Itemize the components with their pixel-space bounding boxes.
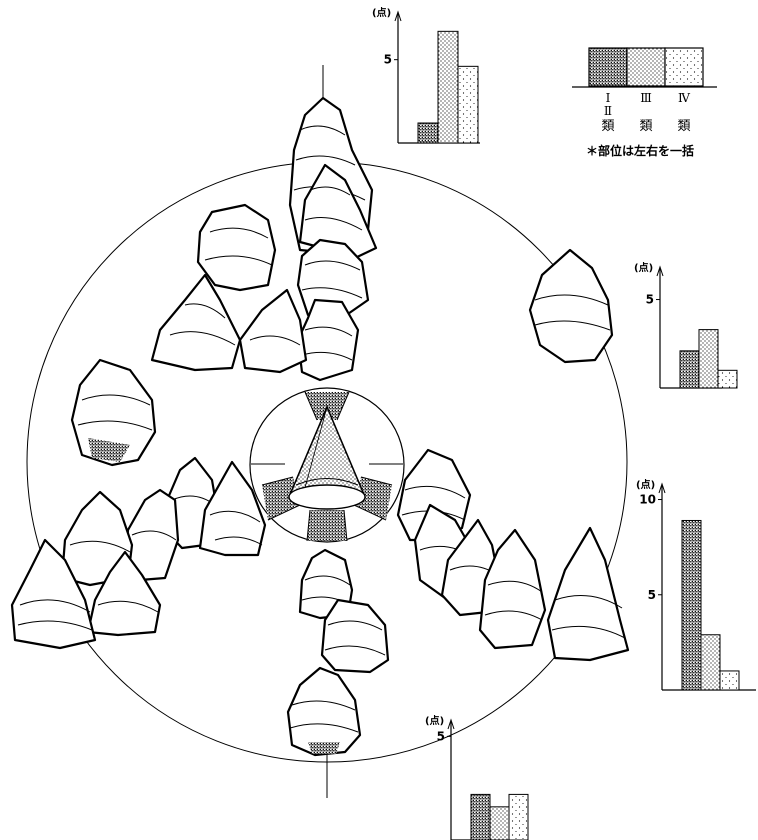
tool-right-1 bbox=[528, 248, 614, 364]
tool-top-4 bbox=[296, 298, 360, 382]
tool-ul-2 bbox=[150, 273, 242, 372]
tool-ll-6 bbox=[10, 538, 97, 650]
legend-swatch-class-1-2 bbox=[588, 47, 628, 87]
y-unit-label: (点) bbox=[372, 6, 391, 19]
bar-2 bbox=[437, 30, 459, 144]
y-axis-arrow bbox=[394, 10, 402, 22]
tool-bottom-3 bbox=[286, 666, 362, 757]
legend-class-4-roman: Ⅳ bbox=[678, 91, 691, 105]
bar-3 bbox=[719, 670, 740, 691]
bar-1 bbox=[679, 350, 700, 389]
y-unit-label: (点) bbox=[634, 261, 653, 274]
chart-right-lower: (点) 10 5 bbox=[636, 478, 756, 691]
bar-2 bbox=[700, 634, 721, 691]
center-cone-diagram bbox=[249, 387, 405, 543]
tool-lr-5 bbox=[546, 526, 630, 662]
chart-right-upper: (点) 5 bbox=[634, 261, 738, 389]
bar-2 bbox=[698, 329, 719, 389]
legend-class-1-2-rui: 類 bbox=[601, 119, 614, 134]
y-axis-arrow bbox=[658, 482, 666, 494]
legend-class-3-rui: 類 bbox=[639, 119, 652, 134]
legend-class-1-2-roman-b: Ⅱ bbox=[604, 104, 612, 118]
tool-left-1 bbox=[70, 358, 157, 467]
y-axis-arrow bbox=[447, 718, 455, 730]
y-tick-label: 5 bbox=[384, 53, 392, 67]
y-tick-label: 10 bbox=[639, 493, 656, 507]
legend-swatch-class-4 bbox=[664, 47, 704, 87]
tool-bottom-2 bbox=[320, 598, 390, 674]
y-tick-label: 5 bbox=[648, 588, 656, 602]
y-axis-arrow bbox=[656, 265, 664, 277]
bar-charts: (点) 5 (点) 5 (点) 10 5 (点) 5 bbox=[372, 6, 756, 840]
y-tick-label: 5 bbox=[437, 729, 445, 743]
chart-bottom: (点) 5 bbox=[425, 714, 529, 840]
y-tick-label: 5 bbox=[646, 293, 654, 307]
bar-3 bbox=[717, 369, 738, 389]
chart-top: (点) 5 bbox=[372, 6, 480, 144]
bar-3 bbox=[508, 793, 529, 840]
legend-swatch-class-3 bbox=[626, 47, 666, 87]
legend-class-3-roman: Ⅲ bbox=[640, 91, 652, 105]
tool-top-3 bbox=[296, 238, 370, 318]
tool-lr-4 bbox=[478, 528, 547, 650]
bar-3 bbox=[457, 65, 479, 144]
y-unit-label: (点) bbox=[425, 714, 444, 727]
bar-1 bbox=[470, 793, 491, 840]
tool-ll-5 bbox=[86, 550, 162, 637]
y-unit-label: (点) bbox=[636, 478, 655, 491]
tool-ul-1 bbox=[196, 203, 277, 292]
tool-ll-2 bbox=[198, 460, 267, 557]
stone-tools bbox=[10, 96, 630, 757]
bar-1 bbox=[417, 122, 439, 144]
tool-ul-3 bbox=[238, 288, 308, 374]
legend-note: ＊部位は左右を一括 bbox=[586, 143, 694, 158]
legend-class-1-2-roman-a: Ⅰ bbox=[606, 91, 611, 105]
bar-2 bbox=[489, 806, 510, 840]
legend-class-4-rui: 類 bbox=[677, 119, 690, 134]
legend: Ⅰ Ⅱ 類 Ⅲ 類 Ⅳ 類 ＊部位は左右を一括 bbox=[572, 47, 717, 158]
bar-1 bbox=[681, 519, 702, 691]
tool-ll-4 bbox=[60, 490, 134, 587]
